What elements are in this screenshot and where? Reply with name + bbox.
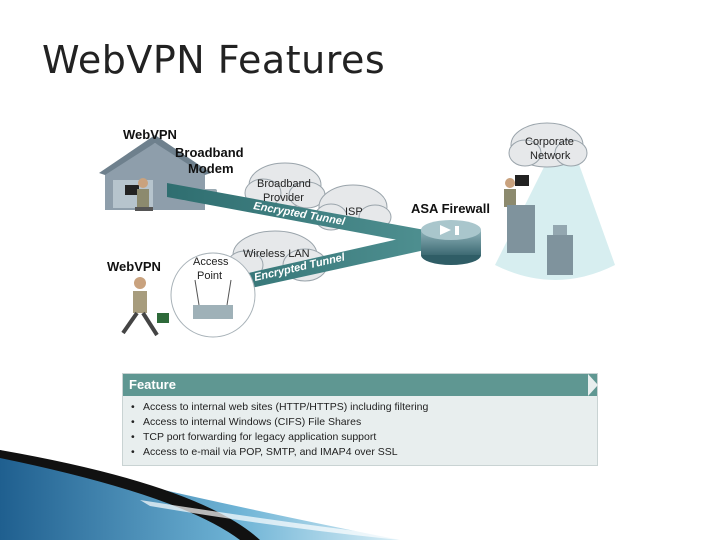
feature-item: • Access to internal web sites (HTTP/HTTP… (131, 400, 597, 415)
bullet-icon: • (131, 446, 135, 458)
label-corporate-1: Corporate (525, 136, 574, 148)
network-diagram: WebVPN Broadband Modem Broadband Provide… (95, 105, 635, 355)
feature-item-text: Access to internal web sites (HTTP/HTTPS… (143, 401, 429, 413)
label-access-point-2: Point (197, 270, 222, 282)
feature-table: Feature • Access to internal web sites (H… (122, 373, 598, 466)
label-asa-firewall: ASA Firewall (411, 201, 490, 216)
bullet-icon: • (131, 416, 135, 428)
label-corporate-2: Network (530, 150, 571, 162)
bullet-icon: • (131, 401, 135, 413)
label-webvpn-top: WebVPN (123, 127, 177, 142)
label-access-point-1: Access (193, 256, 229, 268)
encrypted-tunnel-top (167, 183, 425, 245)
label-broadband-modem-2: Modem (188, 161, 234, 176)
corporate-servers (507, 205, 573, 275)
network-diagram-svg: WebVPN Broadband Modem Broadband Provide… (99, 122, 615, 338)
label-webvpn-bottom: WebVPN (107, 259, 161, 274)
mobile-user-figure (121, 277, 169, 337)
decorative-swoosh (0, 450, 430, 540)
asa-firewall-device (421, 220, 481, 265)
bullet-icon: • (131, 431, 135, 443)
access-point (170, 252, 256, 338)
feature-list: • Access to internal web sites (HTTP/HTTP… (123, 400, 597, 460)
label-broadband-provider-1: Broadband (257, 178, 311, 190)
slide-title: WebVPN Features (42, 38, 386, 82)
label-broadband-modem-1: Broadband (175, 145, 244, 160)
home-user-figure (135, 178, 153, 211)
feature-item: • Access to internal Windows (CIFS) File … (131, 415, 597, 430)
feature-item-text: Access to internal Windows (CIFS) File S… (143, 416, 362, 428)
corporate-network-cloud (508, 122, 588, 168)
feature-item-text: TCP port forwarding for legacy applicati… (143, 431, 377, 443)
feature-item: • TCP port forwarding for legacy applicat… (131, 430, 597, 445)
feature-table-header: Feature (123, 374, 598, 396)
label-isp: ISP (345, 206, 363, 218)
feature-item: • Access to e-mail via POP, SMTP, and IMA… (131, 445, 597, 460)
corporate-user-figure (504, 175, 529, 207)
feature-item-text: Access to e-mail via POP, SMTP, and IMAP… (143, 446, 398, 458)
label-broadband-provider-2: Provider (263, 192, 304, 204)
label-wireless-lan: Wireless LAN (243, 248, 310, 260)
